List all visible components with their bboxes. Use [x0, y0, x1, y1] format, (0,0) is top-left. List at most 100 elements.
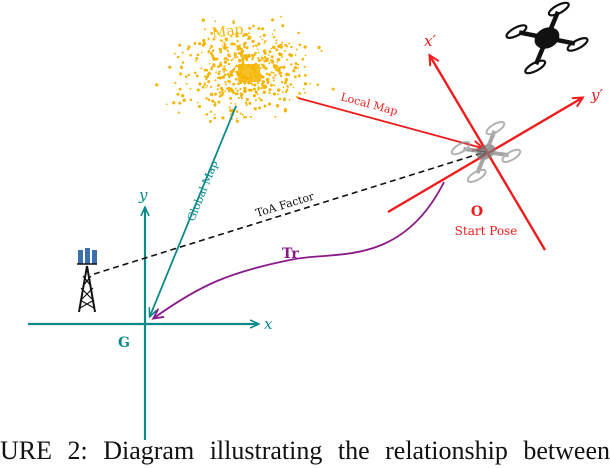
map-point: [270, 47, 273, 50]
map-point: [203, 75, 206, 78]
map-point: [222, 67, 227, 71]
map-point: [195, 60, 197, 62]
map-point: [222, 91, 225, 94]
map-point: [210, 92, 214, 97]
map-point: [276, 105, 279, 108]
map-point: [317, 45, 321, 50]
map-point: [214, 92, 217, 96]
map-point: [254, 98, 258, 101]
map-point: [211, 99, 215, 103]
map-point: [218, 70, 221, 73]
map-point: [268, 62, 271, 65]
map-point: [208, 62, 211, 65]
map-point: [277, 93, 279, 96]
origin-o-label: O: [471, 204, 483, 220]
map-point: [245, 46, 249, 50]
map-point: [256, 93, 259, 95]
map-point: [260, 63, 264, 66]
map-point: [225, 83, 228, 86]
map-point: [279, 43, 283, 48]
map-point: [257, 27, 261, 30]
map-point: [166, 103, 168, 106]
map-point: [269, 59, 272, 62]
map-point: [272, 71, 275, 74]
map-point: [304, 91, 307, 94]
map-point: [270, 55, 274, 59]
map-point: [316, 83, 320, 87]
map-point: [303, 82, 308, 86]
map-point: [249, 115, 252, 118]
map-point: [195, 56, 199, 60]
map-point: [271, 45, 276, 49]
map-point: [268, 73, 272, 77]
map-point: [182, 98, 186, 102]
map-point: [274, 115, 277, 118]
map-point: [320, 49, 323, 52]
map-point: [228, 89, 232, 92]
map-point: [223, 70, 226, 73]
map-point: [297, 31, 300, 35]
map-point: [220, 39, 223, 42]
map-point: [243, 41, 247, 45]
axis-y-label: y: [138, 186, 148, 204]
map-point: [263, 42, 266, 44]
map-point: [210, 31, 214, 35]
map-point: [294, 54, 297, 56]
map-point: [253, 107, 257, 111]
map-point: [189, 54, 192, 57]
map-point: [196, 53, 200, 57]
map-point: [271, 18, 275, 22]
map-point: [155, 83, 159, 87]
global-map-arrow: [150, 105, 237, 316]
map-point: [259, 98, 263, 102]
map-point: [259, 36, 262, 38]
map-point: [225, 58, 228, 61]
map-point: [283, 81, 288, 85]
map-point: [230, 89, 235, 93]
map-point: [230, 102, 232, 104]
global-frame: x y G: [28, 186, 273, 440]
map-point: [268, 91, 271, 94]
map-point: [281, 24, 285, 28]
map-point: [303, 65, 306, 68]
map-point: [202, 41, 207, 46]
map-point: [223, 73, 227, 77]
map-point: [213, 114, 216, 116]
map-point: [245, 103, 248, 107]
map-point: [261, 75, 265, 79]
figure-caption: URE 2: Diagram illustrating the relation…: [0, 436, 610, 465]
map-point: [257, 57, 260, 60]
map-point: [295, 48, 298, 51]
cell-tower-icon: [77, 248, 97, 313]
map-point: [207, 80, 211, 84]
map-point: [208, 47, 211, 50]
map-point: [232, 57, 234, 60]
map-point: [207, 71, 211, 75]
map-point: [197, 104, 202, 109]
map-point: [212, 57, 215, 60]
map-point: [276, 61, 278, 63]
map-point: [297, 67, 300, 70]
map-point: [298, 43, 302, 47]
map-point: [262, 90, 266, 94]
map-point: [229, 96, 233, 100]
map-point: [260, 27, 265, 31]
map-point: [292, 69, 296, 73]
map-point: [221, 44, 224, 47]
map-point: [259, 67, 262, 70]
drone-start-icon: [450, 121, 522, 183]
map-point: [248, 101, 252, 105]
map-point: [286, 85, 289, 88]
map-point: [257, 59, 261, 63]
map-point: [205, 78, 208, 81]
map-point: [234, 87, 237, 90]
map-point: [236, 117, 238, 120]
map-point: [257, 51, 260, 54]
map-point: [272, 76, 275, 79]
map-point: [280, 55, 283, 58]
map-point: [232, 91, 235, 95]
map-point: [227, 53, 230, 56]
map-point: [236, 89, 239, 92]
map-point: [230, 59, 233, 62]
axis-x-prime-label: x′: [424, 32, 436, 50]
